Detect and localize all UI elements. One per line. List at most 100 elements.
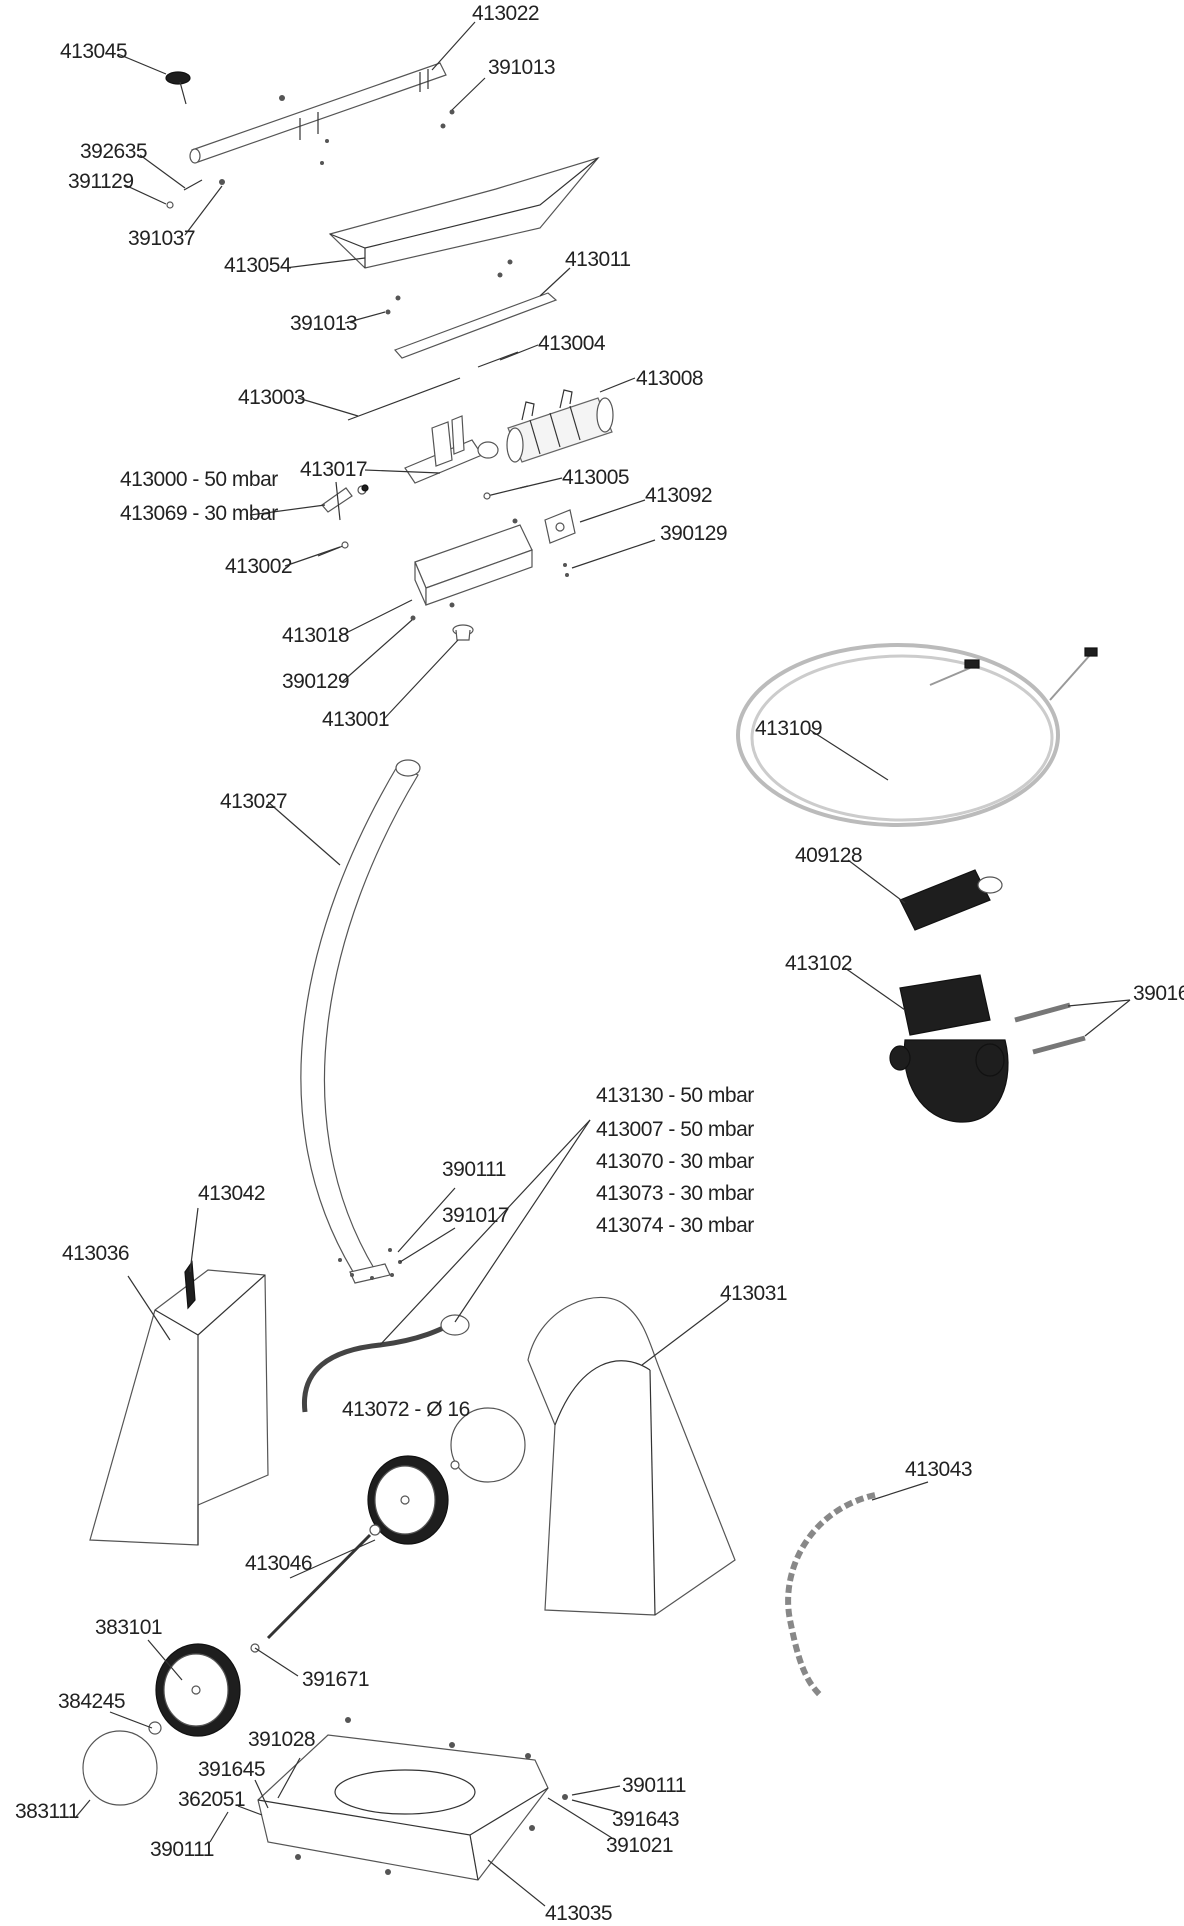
label-391645: 391645 — [198, 1758, 265, 1781]
label-413043: 413043 — [905, 1458, 972, 1481]
label-391643: 391643 — [612, 1808, 679, 1831]
label-413109: 413109 — [755, 717, 822, 740]
screw-part — [325, 139, 329, 143]
washer-part — [369, 1524, 381, 1536]
screw-part — [385, 309, 391, 315]
left-cover-part — [89, 1260, 269, 1546]
hose-part — [301, 1314, 470, 1413]
label-413008: 413008 — [636, 367, 703, 390]
screw-part — [565, 573, 569, 577]
control-valve-part — [889, 974, 1009, 1123]
screw-part — [449, 1742, 455, 1748]
hubcap-part — [82, 1730, 158, 1806]
label-413017: 413017 — [300, 458, 367, 481]
wheel-part — [155, 1643, 241, 1737]
screw-part — [345, 1717, 351, 1723]
label-413003: 413003 — [238, 386, 305, 409]
label-413072: 413072 - Ø 16 — [342, 1398, 470, 1421]
screw-part — [279, 95, 285, 101]
label-391028: 391028 — [248, 1728, 315, 1751]
label-413011: 413011 — [565, 248, 631, 271]
nut-part — [361, 484, 369, 492]
label-413018: 413018 — [282, 624, 349, 647]
label-413035: 413035 — [545, 1902, 612, 1925]
screw-part — [320, 161, 324, 165]
screw-part — [388, 1248, 392, 1252]
screw-part — [338, 1258, 342, 1262]
knob-part — [165, 71, 191, 105]
label-413102: 413102 — [785, 952, 852, 975]
grommet-part — [452, 624, 474, 641]
wire-part — [347, 377, 461, 421]
plate-part — [393, 292, 558, 359]
base-part — [257, 1734, 549, 1881]
reflector-part — [328, 156, 600, 269]
part-labels: 413022 413045 391013 392635 391129 39103… — [15, 2, 1184, 1925]
label-413073: 413073 - 30 mbar — [596, 1182, 754, 1205]
parts-layer — [82, 62, 1098, 1881]
label-413070: 413070 - 30 mbar — [596, 1150, 754, 1173]
screw-part — [449, 602, 455, 608]
label-413027: 413027 — [220, 790, 287, 813]
label-391013-mid: 391013 — [290, 312, 357, 335]
label-413000: 413000 - 50 mbar — [120, 468, 278, 491]
pin-part — [183, 179, 203, 191]
label-413002: 413002 — [225, 555, 292, 578]
label-413031: 413031 — [720, 1282, 787, 1305]
label-391013-top: 391013 — [488, 56, 555, 79]
burner-tube-part — [189, 62, 447, 164]
screw-part — [350, 1273, 354, 1277]
bolt-part — [1014, 1002, 1071, 1023]
label-390129-left: 390129 — [282, 670, 349, 693]
cap-part — [148, 1721, 162, 1735]
label-384245: 384245 — [58, 1690, 125, 1713]
bracket-hole — [555, 522, 565, 532]
screw-part — [219, 179, 225, 185]
label-413022: 413022 — [472, 2, 539, 25]
label-390111-base-left: 390111 — [150, 1838, 214, 1861]
label-413130: 413130 - 50 mbar — [596, 1084, 754, 1107]
screw-part — [370, 1276, 374, 1280]
label-391017: 391017 — [442, 1204, 509, 1227]
label-390111-base-right: 390111 — [622, 1774, 686, 1797]
label-413045: 413045 — [60, 40, 127, 63]
cable-part — [736, 643, 1098, 827]
label-362051: 362051 — [178, 1788, 245, 1811]
label-391037: 391037 — [128, 227, 195, 250]
label-391021: 391021 — [606, 1834, 673, 1857]
label-390129-right: 390129 — [660, 522, 727, 545]
wheel-part — [367, 1407, 526, 1545]
label-391671: 391671 — [302, 1668, 369, 1691]
mesh-cylinder-part — [506, 389, 614, 463]
right-cover-part — [527, 1296, 736, 1616]
electrode-tip — [483, 492, 491, 500]
screw-part — [563, 563, 567, 567]
thermocouple-tip — [341, 541, 349, 549]
screw-part — [562, 1794, 568, 1800]
label-413074: 413074 - 30 mbar — [596, 1214, 754, 1237]
screw-part — [525, 1753, 531, 1759]
screw-part — [440, 123, 446, 129]
switch-part — [899, 869, 1003, 931]
screw-part — [385, 1869, 391, 1875]
chain-part — [785, 1492, 876, 1698]
screw-part — [449, 109, 455, 115]
pole-part — [300, 759, 421, 1284]
label-413046: 413046 — [245, 1552, 312, 1575]
screw-part — [497, 272, 503, 278]
label-409128: 409128 — [795, 844, 862, 867]
label-413001: 413001 — [322, 708, 389, 731]
screw-part — [507, 259, 513, 265]
screw-part — [512, 518, 518, 524]
leader-lines — [74, 21, 1131, 1907]
label-392635: 392635 — [80, 140, 147, 163]
rod-part — [477, 351, 519, 368]
label-413005: 413005 — [562, 466, 629, 489]
label-383111: 383111 — [15, 1800, 79, 1823]
label-391129: 391129 — [68, 170, 134, 193]
label-413069: 413069 - 30 mbar — [120, 502, 278, 525]
bolt-part — [1032, 1035, 1086, 1055]
label-383101: 383101 — [95, 1616, 162, 1639]
